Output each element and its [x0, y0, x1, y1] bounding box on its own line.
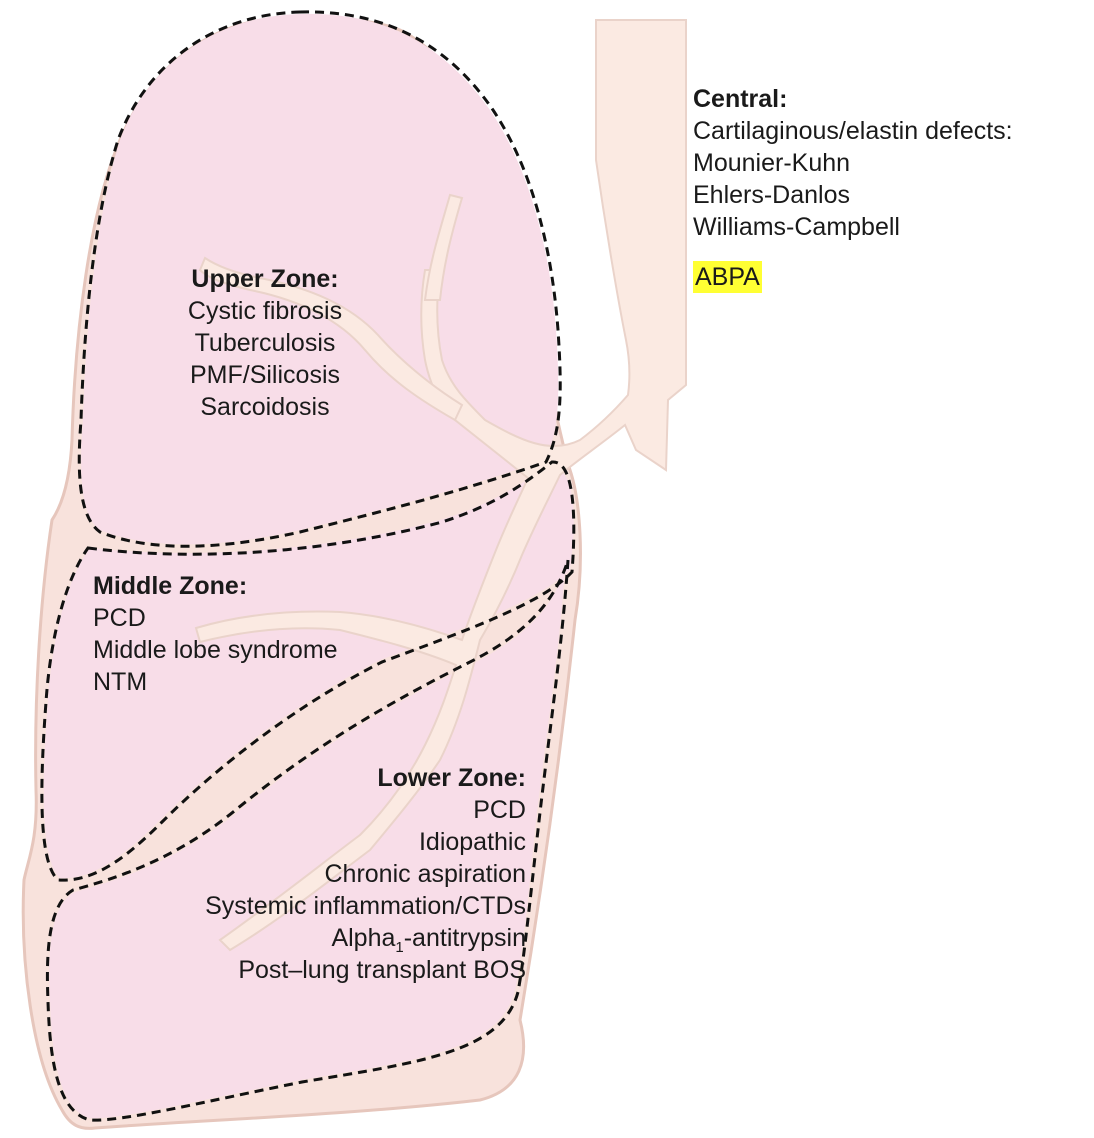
lower-zone-item: PCD — [80, 794, 526, 826]
central-item: Williams-Campbell — [693, 211, 1013, 243]
middle-zone-title: Middle Zone: — [93, 570, 338, 602]
lower-zone-item: Idiopathic — [80, 826, 526, 858]
central-label: Central: Cartilaginous/elastin defects: … — [693, 83, 1013, 293]
upper-zone-label: Upper Zone: Cystic fibrosis Tuberculosis… — [130, 263, 400, 423]
upper-zone-item: PMF/Silicosis — [130, 359, 400, 391]
alpha-suffix: -antitrypsin — [404, 924, 526, 952]
lower-zone-item: Post–lung transplant BOS — [80, 954, 526, 986]
middle-zone-label: Middle Zone: PCD Middle lobe syndrome NT… — [93, 570, 338, 698]
lower-zone-item: Chronic aspiration — [80, 858, 526, 890]
upper-zone-title: Upper Zone: — [130, 263, 400, 295]
lower-zone-title: Lower Zone: — [80, 762, 526, 794]
middle-zone-item: Middle lobe syndrome — [93, 634, 338, 666]
middle-zone-item: PCD — [93, 602, 338, 634]
upper-zone-item: Tuberculosis — [130, 327, 400, 359]
upper-zone-item: Cystic fibrosis — [130, 295, 400, 327]
central-item: Cartilaginous/elastin defects: — [693, 115, 1013, 147]
lower-zone-label: Lower Zone: PCD Idiopathic Chronic aspir… — [80, 762, 526, 986]
central-item: Ehlers-Danlos — [693, 179, 1013, 211]
upper-zone-item: Sarcoidosis — [130, 391, 400, 423]
middle-zone-item: NTM — [93, 666, 338, 698]
lower-zone-item: Systemic inflammation/CTDs — [80, 890, 526, 922]
central-item: Mounier-Kuhn — [693, 147, 1013, 179]
central-highlighted-item: ABPA — [693, 261, 762, 293]
alpha-prefix: Alpha — [331, 924, 395, 952]
central-title: Central: — [693, 83, 1013, 115]
lower-zone-item-alpha: Alpha1-antitrypsin — [80, 922, 526, 954]
